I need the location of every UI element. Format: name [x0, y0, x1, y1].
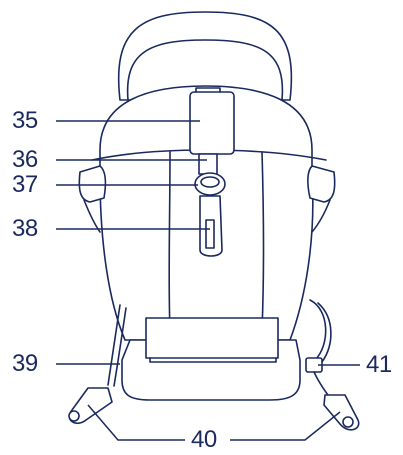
connector-left-hole [68, 410, 80, 422]
adjuster-plate-top [195, 87, 221, 93]
base-footrest-lip [149, 357, 277, 363]
lower-strap-right-3 [313, 371, 331, 399]
seat-crease-right [261, 151, 265, 331]
callout-40: 40 [191, 426, 217, 453]
side-wing-right [307, 165, 336, 203]
side-wing-right-lower [311, 199, 331, 233]
connector-right-hole [342, 416, 354, 428]
side-wing-left [78, 165, 107, 203]
headrest-inner [126, 39, 284, 101]
strap-channel-inner [205, 219, 215, 249]
leader-40-left [87, 404, 185, 441]
callout-39: 39 [12, 350, 38, 377]
center-strap [198, 153, 218, 175]
strap-channel [199, 195, 223, 257]
callout-37: 37 [12, 171, 38, 198]
harness-adjuster-plate [189, 91, 235, 155]
base-footrest [145, 317, 279, 359]
callout-36: 36 [12, 146, 38, 173]
lower-strap-left-2 [113, 307, 127, 387]
callout-38: 38 [12, 215, 38, 242]
callout-35: 35 [12, 107, 38, 134]
headrest-shell [117, 11, 293, 101]
release-button-top [200, 176, 220, 188]
lower-strap-left [107, 304, 121, 386]
connector-right [323, 394, 360, 431]
lower-strap-right-2 [317, 302, 332, 363]
seat-crease-left [168, 151, 171, 331]
side-wing-left-lower [83, 199, 101, 233]
lower-strap-right [309, 299, 327, 361]
callout-41: 41 [366, 351, 392, 378]
leader-40-right [230, 411, 341, 441]
